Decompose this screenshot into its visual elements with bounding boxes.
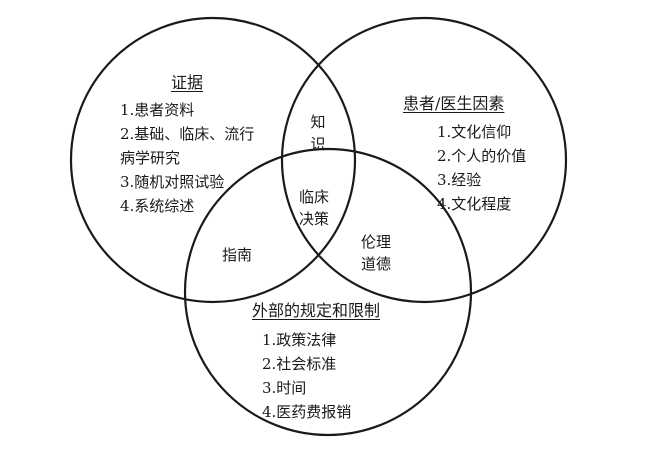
patient-item: 2.个人的价值 <box>437 147 527 165</box>
external-list: 1.政策法律 2.社会标准 3.时间 4.医药费报销 <box>262 328 351 424</box>
patient-circle <box>280 16 568 304</box>
evidence-circle <box>69 16 357 304</box>
patient-item: 4.文化程度 <box>437 195 512 213</box>
evidence-item: 3.随机对照试验 <box>120 173 225 191</box>
decision-line: 决策 <box>299 210 330 228</box>
knowledge-char: 知 <box>310 113 326 131</box>
knowledge-label: 知 识 <box>306 111 330 155</box>
clinical-decision-label: 临床 决策 <box>299 186 329 230</box>
evidence-item: 1.患者资料 <box>120 101 195 119</box>
patient-item: 3.经验 <box>437 171 482 189</box>
external-circle <box>183 147 473 437</box>
ethics-line: 伦理 <box>361 233 392 251</box>
evidence-item: 病学研究 <box>120 149 181 167</box>
evidence-item: 2.基础、临床、流行 <box>120 125 255 143</box>
external-title: 外部的规定和限制 <box>252 301 381 320</box>
external-item: 1.政策法律 <box>262 331 337 349</box>
ethics-line: 道德 <box>361 255 392 273</box>
guideline-label: 指南 <box>222 246 253 264</box>
ethics-label: 伦理 道德 <box>361 231 391 275</box>
external-item: 3.时间 <box>262 379 307 397</box>
external-item: 4.医药费报销 <box>262 403 352 421</box>
external-item: 2.社会标准 <box>262 355 337 373</box>
patient-item: 1.文化信仰 <box>437 123 512 141</box>
patient-list: 1.文化信仰 2.个人的价值 3.经验 4.文化程度 <box>437 120 526 216</box>
evidence-item: 4.系统综述 <box>120 197 195 215</box>
patient-title: 患者/医生因素 <box>403 94 505 113</box>
evidence-title: 证据 <box>171 73 204 92</box>
decision-line: 临床 <box>299 188 330 206</box>
knowledge-char: 识 <box>310 135 326 153</box>
evidence-list: 1.患者资料 2.基础、临床、流行 病学研究 3.随机对照试验 4.系统综述 <box>120 98 254 218</box>
